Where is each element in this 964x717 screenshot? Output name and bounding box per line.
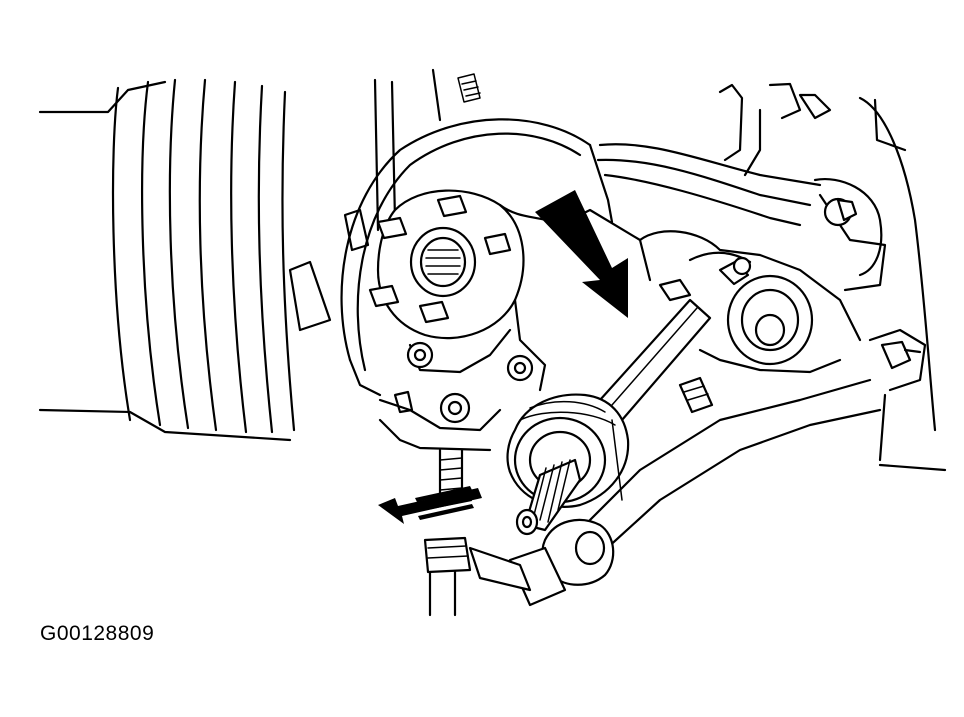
dust-shield <box>340 118 614 397</box>
hub-bolt <box>368 194 512 324</box>
wheel-hub <box>376 189 525 340</box>
figure-id-label: G00128809 <box>40 622 155 645</box>
tire-outline <box>38 78 296 442</box>
upper-bracket <box>813 177 887 292</box>
motion-arrow <box>378 486 482 524</box>
body-frame <box>288 68 947 472</box>
upper-link <box>596 82 832 227</box>
lower-arm <box>588 328 927 552</box>
lower-arm-bushing <box>508 518 615 607</box>
carrier-housing <box>638 230 862 374</box>
stud-bolt <box>457 73 481 103</box>
strut-rod <box>423 448 532 617</box>
direction-arrow <box>535 190 628 318</box>
carrier-bolt <box>678 376 714 414</box>
splined-shaft <box>515 458 582 536</box>
